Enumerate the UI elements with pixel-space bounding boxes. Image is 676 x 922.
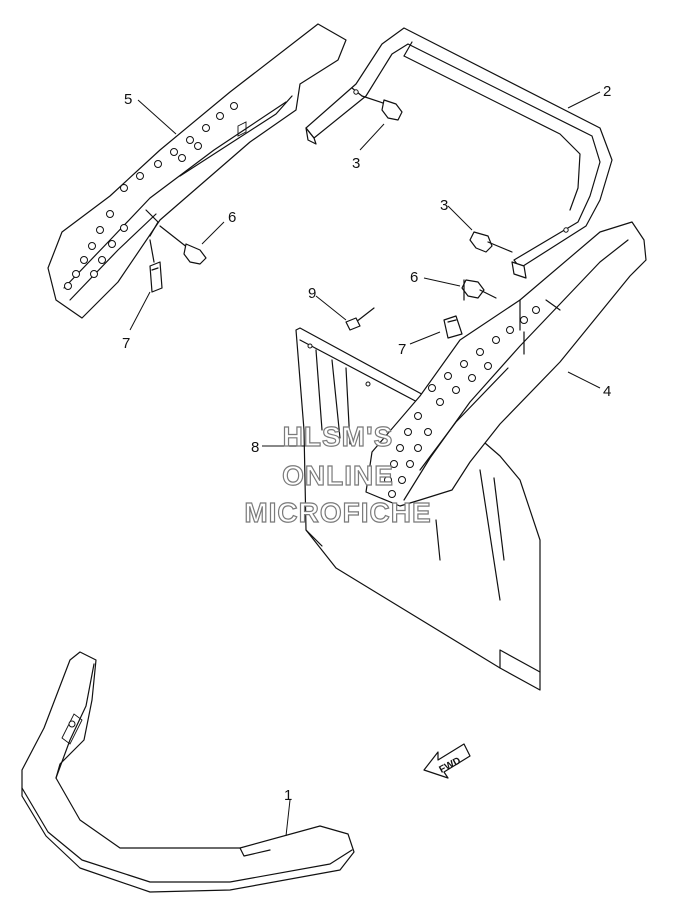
leader-lines	[129, 91, 601, 837]
watermark: HLSM'S ONLINE MICROFICHE	[244, 420, 432, 528]
part-8-mud-flap	[295, 327, 541, 691]
callout-6-left: 6	[228, 209, 236, 226]
callout-7-right: 7	[398, 341, 406, 358]
watermark-line-3: MICROFICHE	[244, 497, 431, 528]
callout-5: 5	[124, 91, 132, 108]
callout-4: 4	[603, 383, 611, 400]
callout-3-lower: 3	[440, 197, 448, 214]
callout-3-upper: 3	[352, 155, 360, 172]
fwd-direction-arrow: FWD	[423, 743, 471, 779]
part-6-left-bolt	[159, 225, 207, 265]
callout-6-right: 6	[410, 269, 418, 286]
callout-7-left: 7	[122, 335, 130, 352]
watermark-line-2: ONLINE	[282, 460, 394, 491]
callout-1: 1	[284, 787, 292, 804]
watermark-line-1: HLSM'S	[283, 421, 394, 452]
part-4-right-side-rail	[365, 221, 647, 507]
part-7-right-clip-nut	[443, 315, 463, 339]
part-2-rear-grab-bar	[305, 27, 613, 279]
part-9-rivet	[345, 307, 375, 331]
callout-2: 2	[603, 83, 611, 100]
part-7-left-clip-nut	[149, 239, 163, 293]
callout-9: 9	[308, 285, 316, 302]
part-5-left-side-rail	[47, 23, 347, 319]
callout-8: 8	[251, 439, 259, 456]
part-1-front-bumper	[21, 651, 355, 893]
part-6-right-bolt	[461, 279, 497, 301]
part-3-lower-bolt	[469, 231, 513, 253]
part-3-upper-bolt	[361, 95, 403, 121]
